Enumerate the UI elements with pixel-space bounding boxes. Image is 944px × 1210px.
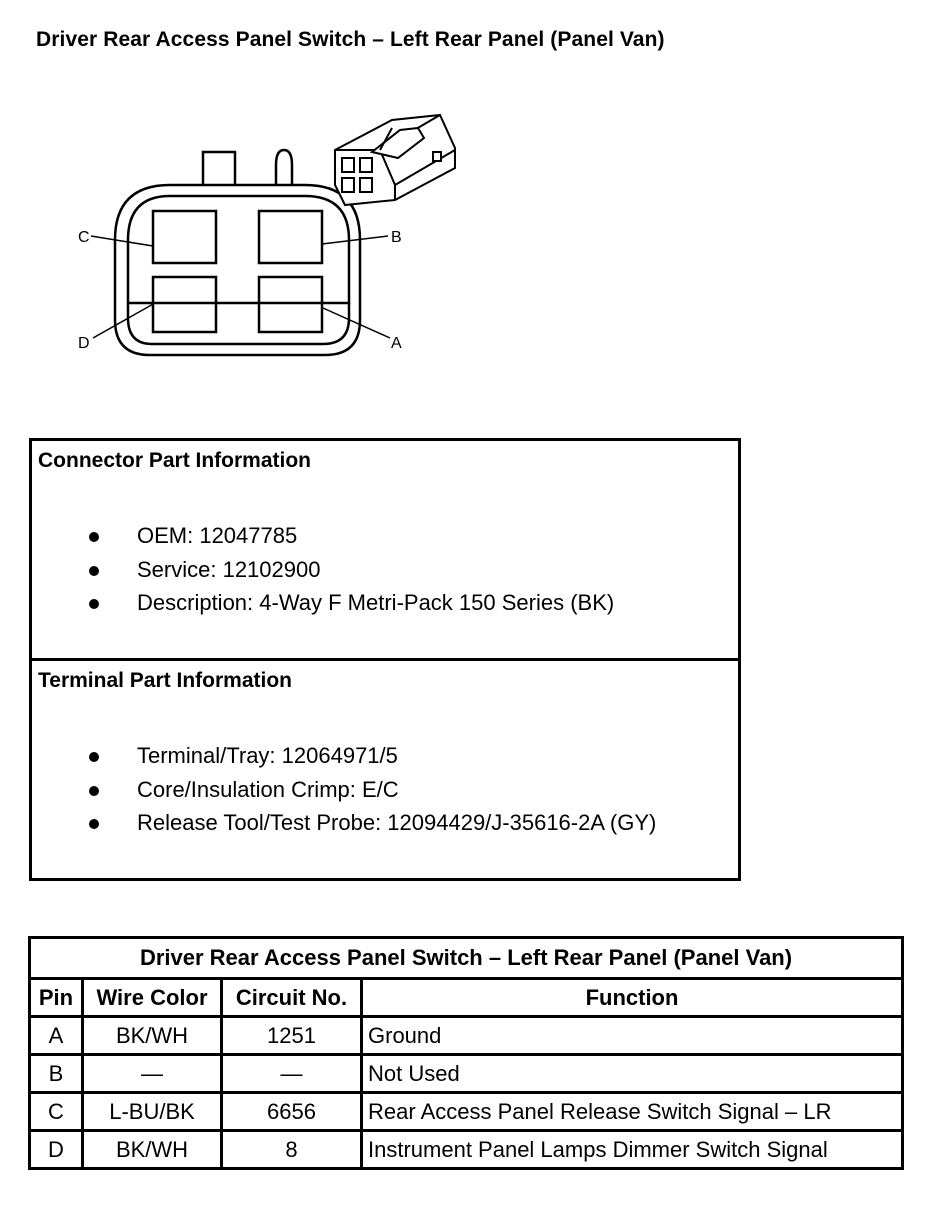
connector-part-info: Connector Part Information OEM: 12047785… — [32, 441, 738, 661]
column-header-pin: Pin — [28, 977, 84, 1018]
table-row: B — — Not Used — [28, 1053, 905, 1094]
function-cell: Ground — [359, 1015, 905, 1056]
table-header-row: Pin Wire Color Circuit No. Function — [28, 977, 905, 1018]
wire-color-cell: — — [81, 1053, 223, 1094]
pin-cell: D — [28, 1129, 84, 1170]
connector-diagram: C B D A — [78, 113, 456, 357]
list-item-text: Terminal/Tray: 12064971/5 — [137, 743, 398, 768]
wire-color-cell: BK/WH — [81, 1129, 223, 1170]
function-cell: Not Used — [359, 1053, 905, 1094]
pin-cell: C — [28, 1091, 84, 1132]
terminal-part-info: Terminal Part Information Terminal/Tray:… — [32, 661, 738, 881]
bullet-icon — [89, 819, 99, 829]
cavity-c — [151, 209, 218, 265]
pin-label-c: C — [78, 229, 90, 246]
wire-color-cell: L-BU/BK — [81, 1091, 223, 1132]
wire-color-cell: BK/WH — [81, 1015, 223, 1056]
pin-label-b: B — [391, 229, 402, 246]
list-item-text: OEM: 12047785 — [137, 523, 298, 548]
pin-label-a: A — [391, 335, 402, 352]
pin-label-d: D — [78, 335, 90, 352]
list-item-text: Release Tool/Test Probe: 12094429/J-3561… — [137, 810, 657, 835]
function-cell: Rear Access Panel Release Switch Signal … — [359, 1091, 905, 1132]
table-row: A BK/WH 1251 Ground — [28, 1015, 905, 1056]
connector-isometric-view — [334, 113, 456, 207]
list-item: Terminal/Tray: 12064971/5 — [32, 739, 656, 773]
column-header-circuit-no: Circuit No. — [220, 977, 363, 1018]
list-item-text: Core/Insulation Crimp: E/C — [137, 776, 399, 802]
part-info-box: Connector Part Information OEM: 12047785… — [29, 438, 741, 881]
column-header-function: Function — [359, 977, 905, 1018]
bullet-icon — [89, 599, 99, 609]
circuit-cell: — — [220, 1053, 363, 1094]
table-row: D BK/WH 8 Instrument Panel Lamps Dimmer … — [28, 1129, 905, 1170]
terminal-info-list: Terminal/Tray: 12064971/5 Core/Insulatio… — [32, 739, 656, 840]
connector-info-heading: Connector Part Information — [38, 449, 312, 472]
function-cell: Instrument Panel Lamps Dimmer Switch Sig… — [359, 1129, 905, 1170]
terminal-info-heading: Terminal Part Information — [38, 669, 292, 692]
list-item: Release Tool/Test Probe: 12094429/J-3561… — [32, 806, 656, 840]
page-title: Driver Rear Access Panel Switch – Left R… — [36, 28, 665, 51]
circuit-cell: 6656 — [220, 1091, 363, 1132]
circuit-cell: 8 — [220, 1129, 363, 1170]
table-row: C L-BU/BK 6656 Rear Access Panel Release… — [28, 1091, 905, 1132]
list-item-text: Service: 12102900 — [137, 556, 321, 582]
list-item: Core/Insulation Crimp: E/C — [32, 773, 656, 807]
bullet-icon — [89, 532, 99, 542]
cavity-a — [257, 275, 324, 334]
bullet-icon — [89, 785, 99, 796]
connector-info-list: OEM: 12047785 Service: 12102900 Descript… — [32, 519, 614, 620]
table-title: Driver Rear Access Panel Switch – Left R… — [27, 936, 905, 980]
column-header-wire-color: Wire Color — [81, 977, 223, 1018]
pin-function-table: Driver Rear Access Panel Switch – Left R… — [27, 936, 905, 1170]
list-item-text: Description: 4-Way F Metri-Pack 150 Seri… — [137, 590, 615, 615]
list-item: Description: 4-Way F Metri-Pack 150 Seri… — [32, 586, 614, 620]
bullet-icon — [89, 565, 99, 576]
cavity-b — [257, 209, 324, 265]
pin-cell: A — [28, 1015, 84, 1056]
bullet-icon — [89, 752, 99, 762]
list-item: Service: 12102900 — [32, 553, 614, 587]
connector-key-tab — [201, 150, 237, 188]
circuit-cell: 1251 — [220, 1015, 363, 1056]
pin-cell: B — [28, 1053, 84, 1094]
list-item: OEM: 12047785 — [32, 519, 614, 553]
